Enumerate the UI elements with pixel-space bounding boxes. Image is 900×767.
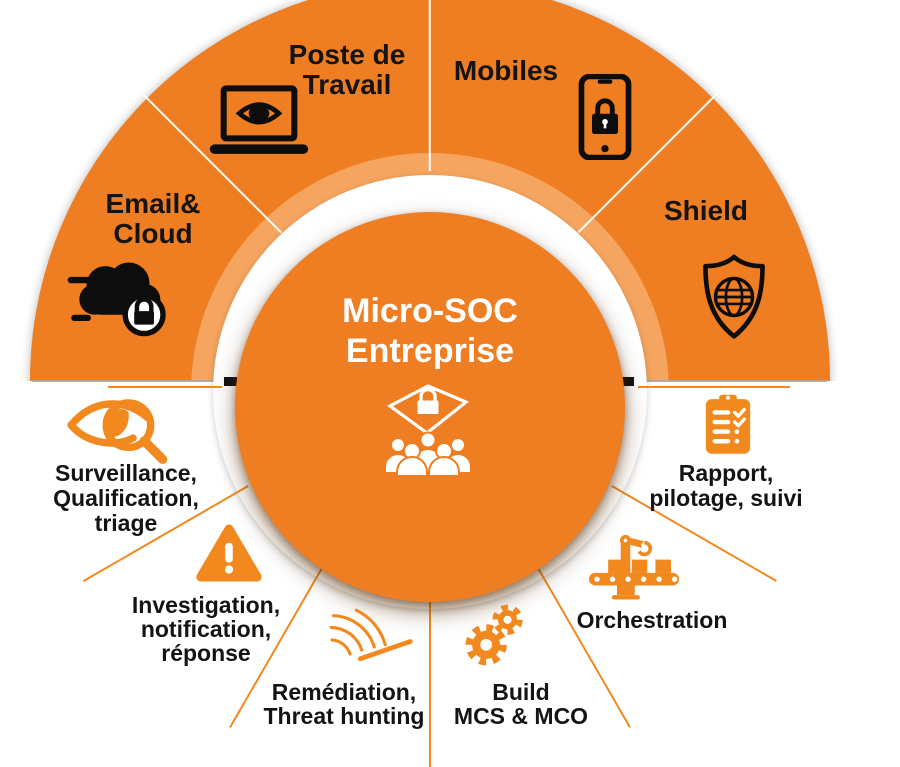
shield-globe-icon bbox=[697, 253, 771, 341]
label-line: Remédiation, bbox=[271, 679, 417, 705]
label-line: Travail bbox=[302, 69, 392, 100]
label-line: Poste de bbox=[288, 39, 406, 70]
label-line: Build bbox=[492, 679, 550, 705]
label-line: Qualification, bbox=[53, 485, 199, 511]
segment-divider bbox=[428, 0, 432, 171]
center-title: Micro-SOC Entreprise bbox=[342, 291, 518, 371]
label-line: pilotage, suivi bbox=[649, 485, 803, 511]
label-line: triage bbox=[94, 510, 158, 536]
segment-divider bbox=[638, 386, 790, 388]
label-line: Investigation, bbox=[131, 592, 281, 618]
equator-line-right bbox=[633, 380, 827, 382]
segment-label-orchestration: Orchestration bbox=[577, 608, 728, 633]
center-title-line: Micro-SOC bbox=[342, 292, 518, 330]
segment-label-build: Build MCS & MCO bbox=[454, 680, 588, 728]
label-line: réponse bbox=[161, 640, 251, 666]
label-line: Shield bbox=[663, 195, 749, 226]
cloud-lock-icon bbox=[64, 248, 172, 340]
phone-lock-icon bbox=[578, 73, 632, 161]
label-line: Mobiles bbox=[453, 55, 559, 86]
segment-label-email-cloud: Email& Cloud bbox=[106, 189, 201, 249]
sweep-rake-icon bbox=[321, 608, 415, 664]
segment-label-shield: Shield bbox=[664, 196, 748, 226]
left-tick-mark bbox=[224, 377, 237, 386]
laptop-eye-icon bbox=[203, 84, 315, 160]
segment-label-mobiles: Mobiles bbox=[454, 56, 558, 86]
segment-label-poste-de-travail: Poste de Travail bbox=[289, 40, 406, 100]
segment-divider bbox=[429, 591, 431, 767]
gears-icon bbox=[464, 602, 526, 670]
segment-label-remediation: Remédiation, Threat hunting bbox=[264, 680, 425, 728]
right-tick-mark bbox=[621, 377, 634, 386]
label-line: notification, bbox=[140, 616, 272, 642]
label-line: Cloud bbox=[113, 218, 193, 249]
segment-label-surveillance: Surveillance, Qualification, triage bbox=[53, 461, 199, 536]
eye-magnifier-icon bbox=[66, 390, 178, 464]
warning-triangle-icon bbox=[196, 521, 262, 585]
label-line: Email& bbox=[105, 188, 201, 219]
center-title-line: Entreprise bbox=[345, 332, 515, 370]
label-line: MCS & MCO bbox=[453, 703, 589, 729]
label-line: Rapport, bbox=[678, 460, 774, 486]
segment-label-investigation: Investigation, notification, réponse bbox=[132, 593, 280, 665]
segment-label-rapport: Rapport, pilotage, suivi bbox=[649, 461, 802, 511]
segment-divider bbox=[108, 386, 222, 388]
crowd-under-secured-kite-icon bbox=[381, 381, 479, 479]
robot-arm-conveyor-icon bbox=[586, 533, 682, 601]
label-line: Surveillance, bbox=[55, 460, 197, 486]
label-line: Orchestration bbox=[576, 607, 728, 633]
equator-line-left bbox=[32, 380, 227, 382]
label-line: Threat hunting bbox=[263, 703, 425, 729]
clipboard-checklist-icon bbox=[703, 394, 753, 456]
